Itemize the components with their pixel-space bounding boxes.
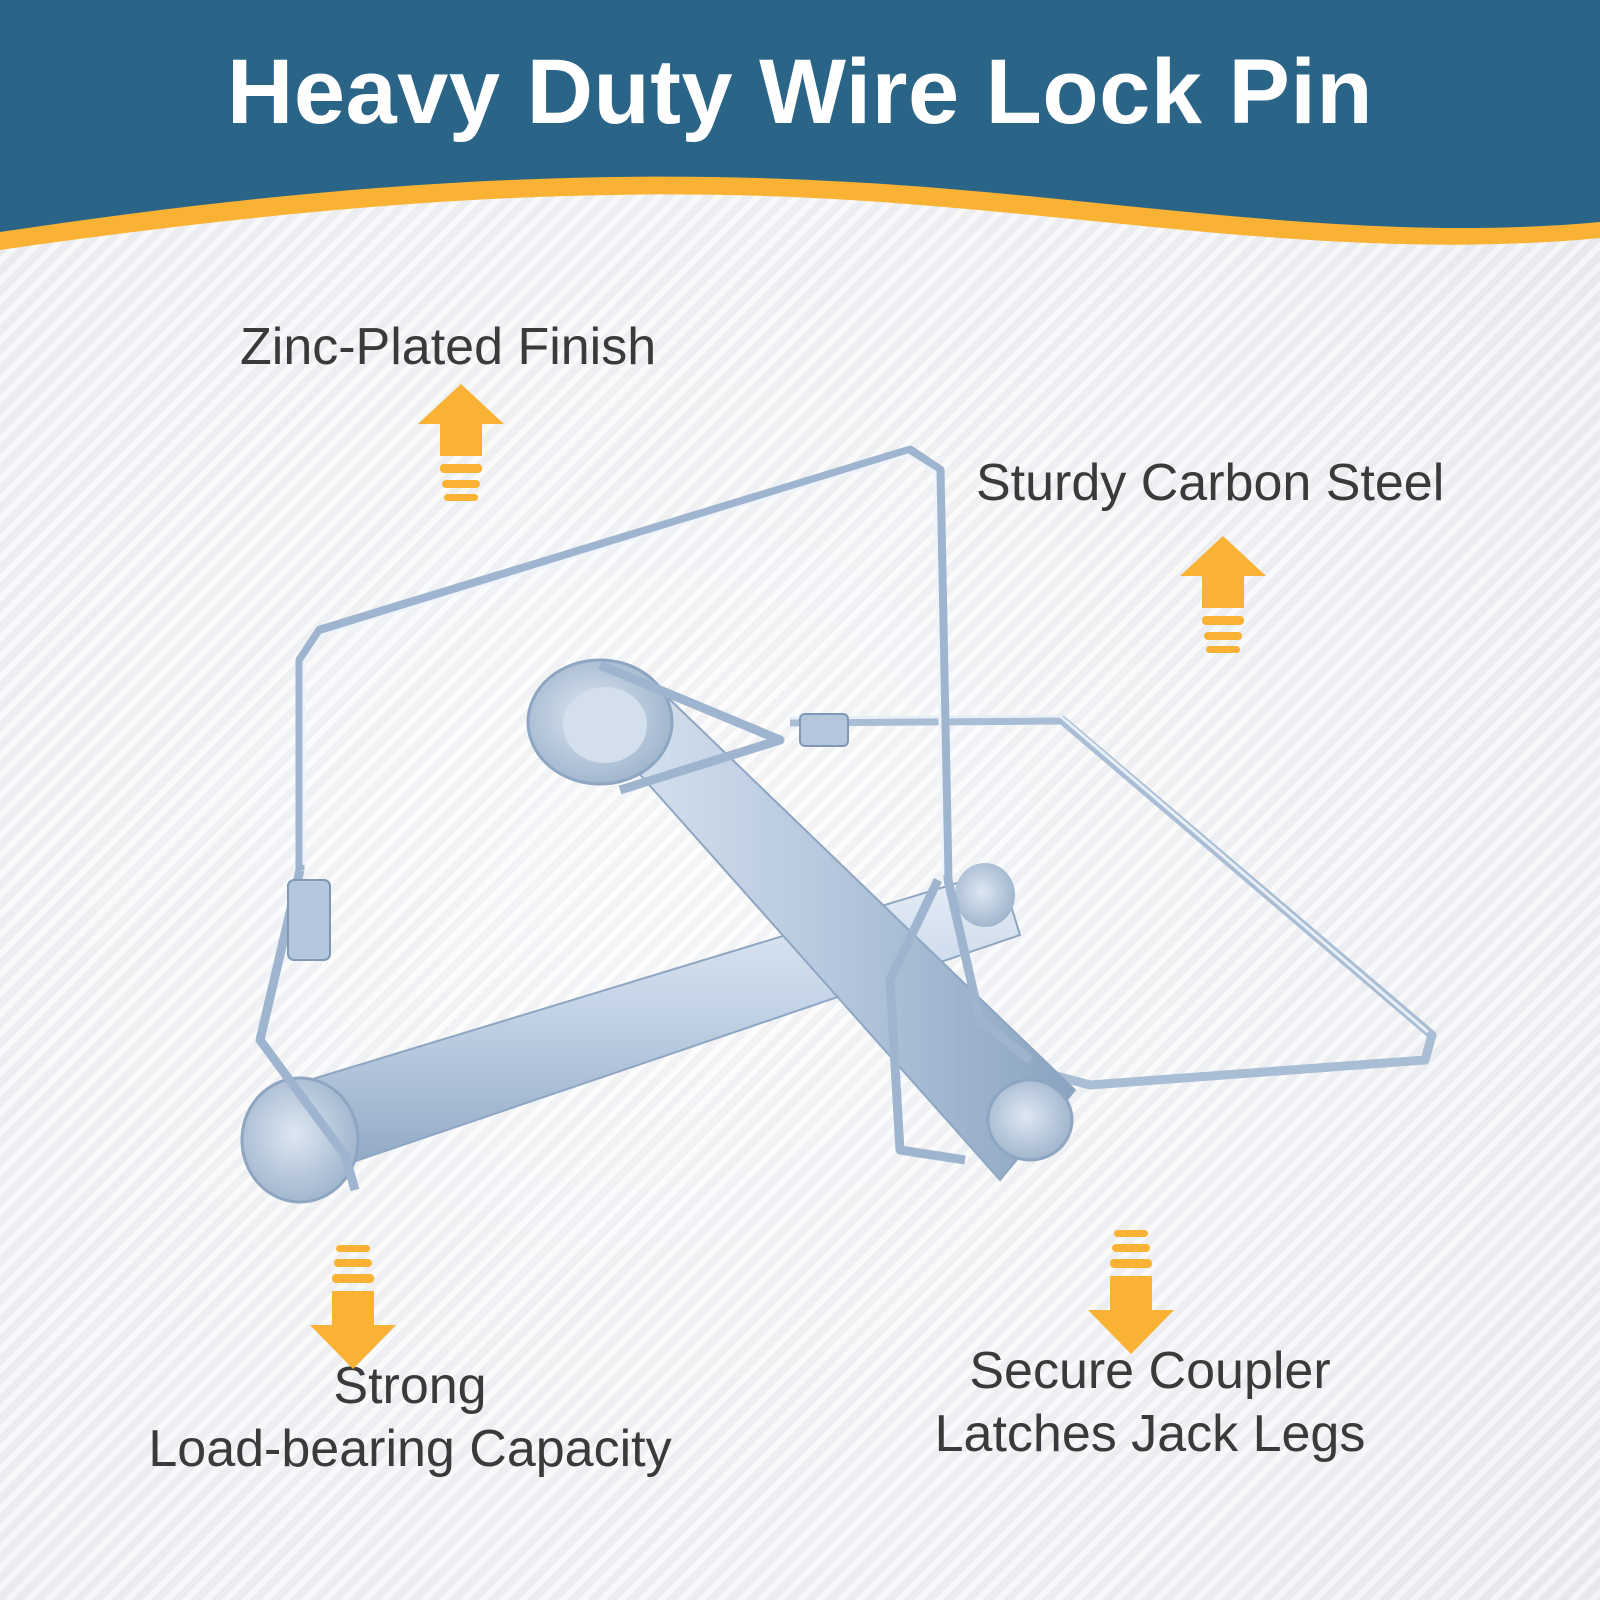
- rear-wire-loop: [789, 715, 1437, 1090]
- feature-strong-line2: Load-bearing Capacity: [148, 1420, 672, 1479]
- upper-pin: [526, 658, 1077, 1182]
- feature-strong-line1: Strong: [333, 1357, 487, 1415]
- feature-strong-load-bearing: Strong Load-bearing Capacity: [80, 1355, 740, 1482]
- arrow-up-icon: [418, 384, 504, 501]
- front-wire-bail: [255, 445, 1033, 1192]
- feature-secure-coupler: Secure Coupler Latches Jack Legs: [880, 1340, 1420, 1467]
- wire-crimp-left: [287, 879, 331, 961]
- page-title: Heavy Duty Wire Lock Pin: [226, 41, 1374, 143]
- arrow-down-icon: [310, 1245, 396, 1369]
- feature-sturdy-carbon-steel: Sturdy Carbon Steel: [976, 454, 1445, 512]
- arrow-down-icon: [1088, 1230, 1174, 1354]
- arrow-up-icon: [1180, 536, 1266, 653]
- feature-secure-line1: Secure Coupler: [969, 1342, 1331, 1400]
- feature-zinc-plated-finish: Zinc-Plated Finish: [240, 318, 657, 376]
- wire-crimp-right: [799, 713, 849, 747]
- feature-secure-line2: Latches Jack Legs: [934, 1405, 1366, 1464]
- header-banner: [0, 0, 1600, 250]
